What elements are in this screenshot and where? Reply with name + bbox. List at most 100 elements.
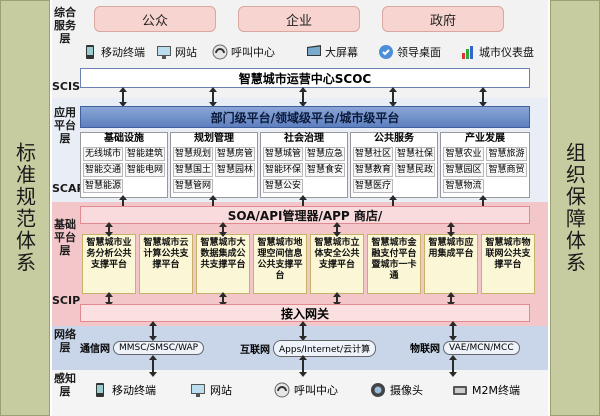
network-name: 互联网	[240, 345, 270, 356]
network-name: 物联网	[410, 344, 440, 355]
arrow-support-access-4	[447, 292, 455, 307]
app-item: 智慧国土	[173, 163, 213, 177]
scip-code: SCIP	[52, 294, 81, 307]
category-title: 规划管理	[194, 133, 234, 144]
support-platform-payment: 智慧城市金融支付平台暨城市一卡通	[367, 234, 421, 294]
website-icon	[157, 46, 171, 59]
arrow-access-network-2	[299, 321, 307, 341]
network-detail: MMSC/SMSC/WAP	[113, 340, 205, 355]
network-name: 通信网	[80, 344, 110, 355]
leader-desktop-icon	[379, 45, 393, 59]
app-item: 智能电网	[125, 163, 165, 177]
app-item: 智慧社保	[395, 147, 435, 161]
support-platform-geospatial: 智慧城市地理空间信息公共支撑平台	[253, 234, 307, 294]
perception-label: M2M终端	[472, 384, 520, 397]
app-item: 智能环保	[263, 163, 303, 177]
platform-bar: 部门级平台/领域级平台/城市级平台	[80, 106, 530, 128]
arrow-network-perception-3	[449, 355, 457, 377]
app-item: 智慧食安	[305, 163, 345, 177]
app-item: 智能交通	[83, 163, 123, 177]
access-gateway-bar: 接入网关	[80, 304, 530, 322]
app-item: 智慧园区	[443, 163, 484, 177]
scap-layer-label: 应用平台层	[54, 106, 76, 145]
support-platform-app-integration: 智慧城市应用集成平台	[424, 234, 478, 294]
scis-layer-label: 综合服务层	[54, 6, 76, 45]
scoc-bar: 智慧城市运营中心SCOC	[80, 68, 530, 88]
perception-layer-label: 感知层	[54, 372, 76, 398]
scis-terminal-label: 城市仪表盘	[479, 46, 534, 59]
category-title: 公共服务	[374, 133, 414, 144]
arrow-network-perception-2	[299, 355, 307, 377]
scap-code: SCAP	[52, 182, 85, 195]
category-planning: 规划管理 智慧规划 智慧房管 智慧国土 智慧园林 智慧管网	[170, 132, 258, 198]
soa-api-bar: SOA/API管理器/APP 商店/	[80, 206, 530, 224]
arrow-soa-support-3	[333, 222, 341, 237]
arrow-soa-support-4	[447, 222, 455, 237]
category-public-service: 公共服务 智慧社区 智慧社保 智慧教育 智慧民政 智慧医疗	[350, 132, 438, 198]
app-item: 智慧城管	[263, 147, 303, 161]
app-item: 智慧规划	[173, 147, 213, 161]
mobile-icon	[96, 383, 104, 397]
app-item: 智慧社区	[353, 147, 393, 161]
category-title: 基础设施	[104, 133, 144, 144]
call-center-icon	[274, 382, 290, 398]
network-internet: 互联网 Apps/Internet/云计算	[240, 340, 377, 357]
arrow-support-access-2	[219, 292, 227, 307]
arrow-access-network-1	[149, 321, 157, 341]
support-platform-business-analysis: 智慧城市业务分析公共支撑平台	[82, 234, 136, 294]
network-detail: VAE/MCN/MCC	[443, 340, 520, 355]
scis-terminal-label: 领导桌面	[397, 46, 441, 59]
perception-m2m: M2M终端	[452, 382, 520, 398]
app-item: 智慧园林	[215, 163, 255, 177]
perception-camera: 摄像头	[370, 382, 423, 398]
arrow-access-network-3	[449, 321, 457, 341]
arrow-scis-scap-5	[479, 87, 487, 107]
support-platform-big-data: 智慧城市大数据集成公共支撑平台	[196, 234, 250, 294]
scis-terminal-label: 呼叫中心	[231, 46, 275, 59]
arrow-network-perception-1	[149, 355, 157, 377]
perception-call-center: 呼叫中心	[274, 382, 338, 398]
scis-terminal-call-center: 呼叫中心	[212, 44, 275, 60]
scis-code: SCIS	[52, 80, 81, 93]
app-item: 智慧管网	[173, 179, 213, 193]
arrow-scis-scap-1	[119, 87, 127, 107]
standards-system-bar: 标准规范体系	[0, 0, 50, 416]
stakeholder-enterprise: 企业	[238, 6, 360, 32]
category-title: 产业发展	[465, 133, 505, 144]
scis-terminal-leader-desktop: 领导桌面	[378, 44, 441, 60]
standards-system-label: 标准规范体系	[12, 142, 37, 274]
app-item: 智慧民政	[395, 163, 435, 177]
app-item: 智慧旅游	[486, 147, 527, 161]
network-layer-label: 网络层	[54, 328, 76, 354]
scis-terminal-website: 网站	[156, 44, 197, 60]
scis-terminal-label: 网站	[175, 46, 197, 59]
camera-icon	[371, 383, 385, 397]
architecture-diagram: 综合服务层 SCIS 公众 企业 政府 移动终端 网站 呼叫中心 大屏幕 领导桌…	[52, 0, 548, 416]
perception-label: 移动终端	[112, 384, 156, 397]
city-dashboard-icon	[462, 46, 473, 59]
app-item: 智慧教育	[353, 163, 393, 177]
arrow-scis-scap-4	[389, 87, 397, 107]
app-item: 智能建筑	[125, 147, 165, 161]
scip-layer-label: 基础平台层	[54, 218, 76, 257]
app-item: 智慧农业	[443, 147, 484, 161]
app-item: 智慧商贸	[486, 163, 527, 177]
category-title: 社会治理	[284, 133, 324, 144]
scis-terminal-label: 移动终端	[101, 46, 145, 59]
m2m-terminal-icon	[453, 386, 467, 395]
app-item: 智慧能源	[83, 179, 123, 193]
call-center-icon	[212, 44, 228, 60]
app-item: 无线城市	[83, 147, 123, 161]
organization-support-bar: 组织保障体系	[550, 0, 600, 416]
stakeholder-government: 政府	[382, 6, 504, 32]
mobile-icon	[86, 45, 94, 59]
support-platform-security: 智慧城市立体安全公共支撑平台	[310, 234, 364, 294]
perception-label: 网站	[210, 384, 232, 397]
stakeholder-public: 公众	[94, 6, 216, 32]
scis-terminal-big-screen: 大屏幕	[306, 44, 358, 60]
app-item: 智慧公安	[263, 179, 303, 193]
app-item: 智慧物流	[443, 179, 484, 193]
category-industry: 产业发展 智慧农业 智慧旅游 智慧园区 智慧商贸 智慧物流	[440, 132, 530, 198]
support-platform-iot: 智慧城市物联网公共支撑平台	[481, 234, 535, 294]
arrow-support-access-1	[105, 292, 113, 307]
